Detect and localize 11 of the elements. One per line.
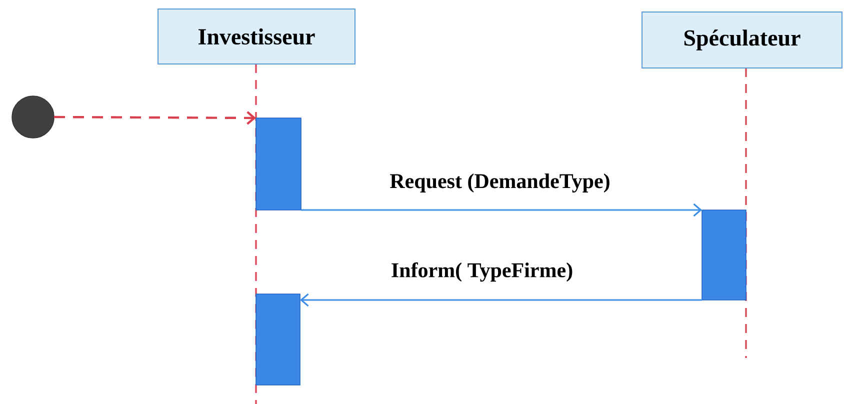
edge-label: Inform( TypeFirme) xyxy=(392,262,572,282)
activation-bar xyxy=(256,118,302,210)
participant-box: Investisseur xyxy=(158,8,356,64)
message-arrow xyxy=(301,203,702,217)
edge-label: Request (DemandeType) xyxy=(390,173,610,193)
activation-bar xyxy=(256,294,300,386)
activation-bar xyxy=(702,210,746,300)
message-arrow xyxy=(300,293,702,307)
start-circle xyxy=(12,96,54,138)
participant-box: Spéculateur xyxy=(642,12,842,68)
dashed-arrow xyxy=(54,111,256,125)
